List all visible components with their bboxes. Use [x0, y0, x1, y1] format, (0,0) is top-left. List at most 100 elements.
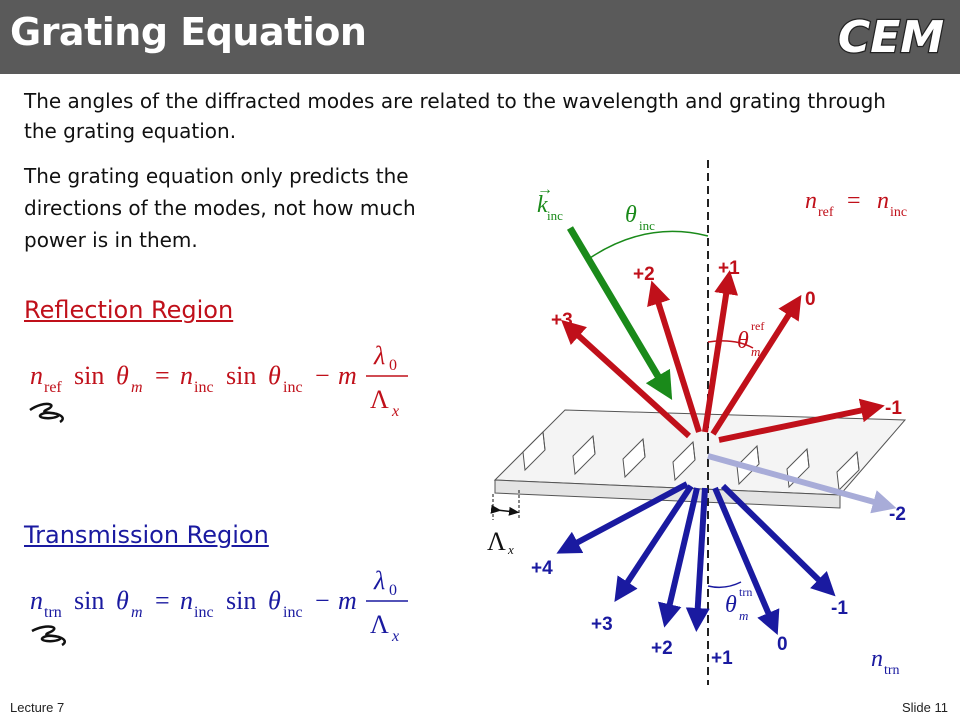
eq-theta2-sub: inc [283, 604, 303, 621]
transmitted-order-label-plus1: +1 [711, 648, 733, 669]
transmitted-angle-arc [707, 581, 742, 589]
transmitted-order-label-plus3: +3 [591, 614, 613, 635]
eq-m: m [338, 586, 357, 615]
eq-equals: = [155, 586, 170, 615]
reflected-order-label-minus1: -1 [885, 398, 902, 419]
ninc-sub: inc [890, 205, 907, 220]
eq-period-sub: x [391, 403, 399, 420]
eq-theta: θ [116, 586, 129, 615]
title-bar [0, 0, 960, 74]
grating-structure [493, 409, 907, 509]
eq-n2-sub: inc [194, 604, 214, 621]
reflected-arrow-0 [710, 294, 802, 436]
transmitted-arrow-plus4 [556, 481, 689, 554]
eq-period: Λ [370, 610, 389, 639]
eq-sin2: sin [226, 586, 256, 615]
eq-equals: = [155, 361, 170, 390]
intro-paragraph: The angles of the diffracted modes are r… [24, 89, 886, 143]
grating-diagram: k inc → θ inc n ref = n inc θ m ref θ m … [487, 160, 907, 685]
eq-n: n [30, 361, 43, 390]
ntrn-sub: trn [884, 663, 900, 678]
transmitted-arrow-minus1 [720, 483, 836, 597]
eq-minus: − [315, 586, 330, 615]
eq-period-sub: x [391, 628, 399, 645]
k-inc-label: k [537, 192, 548, 218]
theta-ref-sup: ref [751, 319, 764, 333]
theta-trn-sup: trn [739, 585, 752, 599]
eq-n2: n [180, 361, 193, 390]
reflection-equation: n ref sin θ m = n inc sin θ inc − m λ 0 … [29, 341, 408, 424]
transmitted-arrow-minus2 [707, 453, 897, 514]
reflected-angle-arc [707, 340, 754, 349]
incident-arrow [566, 226, 673, 401]
footer-lecture: Lecture 7 [10, 700, 65, 715]
eq-n-sub: trn [44, 604, 62, 621]
power-note-paragraph: The grating equation only predicts the d… [24, 164, 416, 252]
theta-inc-sub: inc [639, 218, 655, 233]
eq-sin2: sin [226, 361, 256, 390]
period-label: Λ [487, 527, 506, 556]
theta-ref-label: θ [737, 328, 749, 354]
transmitted-arrows [556, 481, 836, 636]
reflected-order-label-plus2: +2 [633, 264, 655, 285]
eq-n2-sub: inc [194, 379, 214, 396]
reflected-arrow-plus1 [702, 270, 739, 433]
transmitted-order-label-0: 0 [777, 634, 788, 655]
reflected-arrow-plus2 [647, 280, 702, 433]
transmitted-order-label-minus2: -2 [889, 504, 906, 525]
eq-period: Λ [370, 385, 389, 414]
incidence-angle-arc [586, 230, 709, 261]
eq-m: m [338, 361, 357, 390]
eq-theta2: θ [268, 361, 281, 390]
transmitted-arrow-plus2 [658, 487, 700, 628]
eq-minus: − [315, 361, 330, 390]
eq-lambda: λ [373, 566, 385, 595]
reflection-region-heading: Reflection Region [24, 296, 234, 324]
transmitted-order-label-plus4: +4 [531, 558, 553, 579]
period-marker [490, 490, 520, 520]
eq-n2: n [180, 586, 193, 615]
eq-n-sub: ref [44, 379, 62, 396]
eq-lambda: λ [373, 341, 385, 370]
reflected-order-label-plus3: +3 [551, 310, 573, 331]
theta-trn-sub: m [739, 608, 748, 623]
k-vector-arrow-glyph: → [537, 181, 553, 198]
transmitted-order-label-plus2: +2 [651, 638, 673, 659]
footer-slide-number: Slide 11 [901, 700, 948, 715]
eq-sin: sin [74, 586, 104, 615]
eq-theta2-sub: inc [283, 379, 303, 396]
transmission-region-heading: Transmission Region [24, 521, 269, 549]
transmission-equation: n trn sin θ m = n inc sin θ inc − m λ 0 … [30, 566, 408, 647]
cem-logo-text: CEM [838, 12, 944, 63]
reflected-order-label-0: 0 [805, 289, 816, 310]
eq-lambda-sub: 0 [389, 582, 397, 599]
eq-theta-sub: m [131, 604, 143, 621]
transmitted-arrow-0 [712, 486, 780, 636]
period-sub: x [507, 542, 514, 557]
eq-n: n [30, 586, 43, 615]
eq-sin: sin [74, 361, 104, 390]
ntrn-label: n [871, 646, 883, 672]
transmitted-arrow-plus1 [685, 487, 710, 632]
nref-sub: ref [818, 205, 834, 220]
transmitted-order-label-minus1: -1 [831, 598, 848, 619]
nref-eq-sign: = [847, 188, 861, 214]
eq-theta-sub: m [131, 379, 143, 396]
transmitted-arrow-plus3 [614, 484, 694, 603]
reflected-arrows [561, 270, 885, 443]
theta-trn-label: θ [725, 592, 737, 618]
eq-theta: θ [116, 361, 129, 390]
slide-title: Grating Equation [10, 10, 367, 54]
reflected-arrow-minus1 [718, 398, 885, 443]
theta-ref-sub: m [751, 344, 760, 359]
reflected-order-label-plus1: +1 [718, 258, 740, 279]
ninc-label: n [877, 188, 889, 214]
eq-lambda-sub: 0 [389, 357, 397, 374]
handwritten-scribble [29, 402, 64, 424]
nref-label: n [805, 188, 817, 214]
reflected-arrow-plus3 [561, 319, 692, 439]
theta-inc-label: θ [625, 202, 637, 228]
cem-logo: CEM [837, 11, 946, 64]
eq-theta2: θ [268, 586, 281, 615]
handwritten-scribble [31, 625, 66, 647]
